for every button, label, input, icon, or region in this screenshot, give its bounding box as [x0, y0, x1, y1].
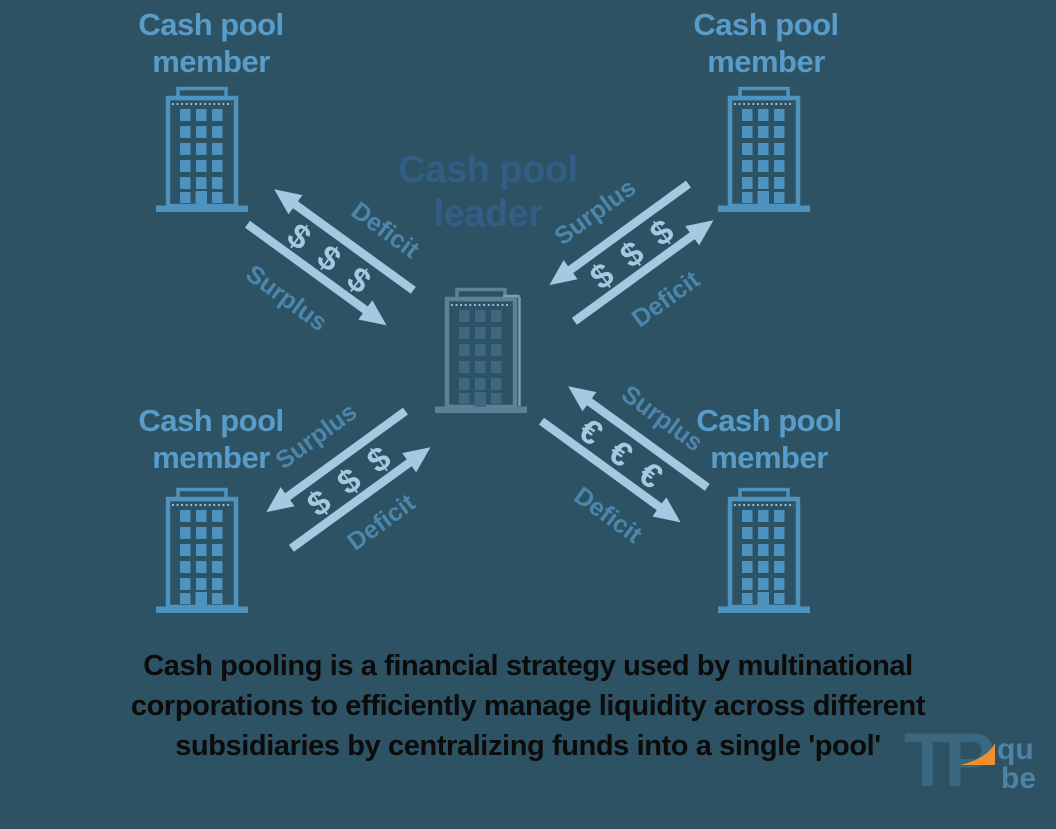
flow-top-right: Surplus $ $ $ Deficit	[549, 174, 714, 333]
arrow-toward-leader	[288, 447, 431, 552]
flow-bottom-left: Surplus $ $ $ Deficit	[266, 398, 431, 556]
member-title-top-right: Cash pool member	[656, 6, 876, 80]
caption-line: subsidiaries by centralizing funds into …	[175, 730, 881, 762]
member-title-line1: Cash pool	[693, 7, 839, 42]
arrow-toward-member	[266, 407, 408, 513]
arrow-toward-member	[274, 189, 416, 294]
caption: Cash pooling is a financial strategy use…	[0, 646, 1056, 766]
member-title-top-left: Cash pool member	[101, 6, 321, 80]
member-title-line2: member	[152, 44, 270, 79]
arrow-toward-leader	[568, 386, 710, 491]
member-title-line1: Cash pool	[138, 403, 284, 438]
flow-top-left: Deficit $ $ $ Surplus	[241, 189, 425, 337]
leader-building-icon	[435, 287, 527, 413]
caption-line: Cash pooling is a financial strategy use…	[143, 650, 913, 682]
arrow-toward-leader	[549, 180, 691, 286]
flow-label-surplus: Surplus	[270, 398, 362, 475]
member-title-bottom-right: Cash pool member	[659, 402, 879, 476]
arrow-toward-member	[571, 220, 714, 325]
logo-qu-text: qu	[997, 733, 1034, 766]
member-title-line2: member	[710, 440, 828, 475]
flow-bottom-right: Surplus € € € Deficit	[538, 380, 710, 549]
arrow-toward-member	[538, 417, 681, 523]
caption-line: corporations to efficiently manage liqui…	[130, 690, 926, 722]
logo-be-text: be	[1001, 762, 1037, 795]
member-title-line1: Cash pool	[696, 403, 842, 438]
member-title-line1: Cash pool	[138, 7, 284, 42]
member-title-line2: member	[152, 440, 270, 475]
leader-title-line2: leader	[433, 193, 543, 235]
member-title-line2: member	[707, 44, 825, 79]
tpqube-logo: TP qu be	[904, 723, 1056, 829]
logo-orange-swoosh-icon	[960, 743, 995, 765]
leader-title: Cash pool leader	[378, 148, 598, 236]
member-title-bottom-left: Cash pool member	[101, 402, 321, 476]
arrow-toward-leader	[244, 220, 387, 326]
leader-title-line1: Cash pool	[398, 149, 578, 191]
